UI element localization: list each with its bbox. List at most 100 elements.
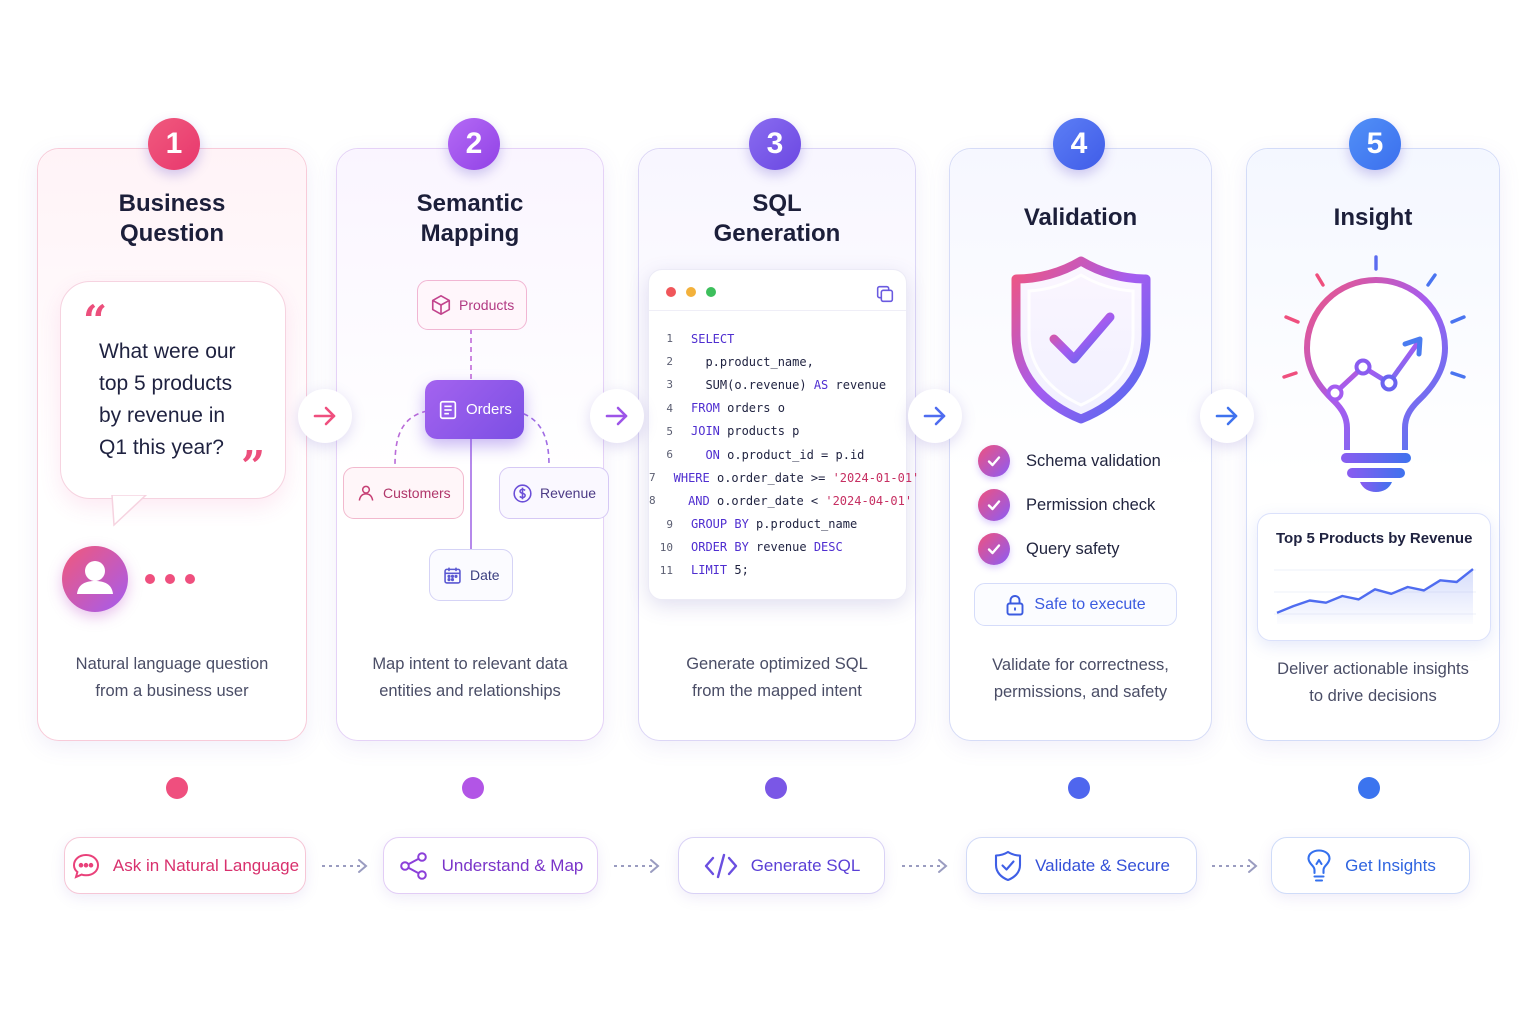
- sparkline-line: [1276, 568, 1474, 614]
- shield-check-icon: [1011, 256, 1151, 424]
- window-dots-icon: [666, 287, 716, 297]
- entity-label: Orders: [466, 401, 512, 418]
- lightbulb-icon: [1307, 848, 1331, 882]
- pill-ask-in-natural-language: Ask in Natural Language: [64, 837, 306, 894]
- dollar-circle-icon: [513, 483, 532, 503]
- line-number: 6: [666, 448, 673, 462]
- close-quote-icon: ”: [241, 442, 266, 491]
- step-2-badge: 2: [448, 118, 500, 170]
- question-bubble: “ What were our top 5 products by revenu…: [60, 281, 286, 499]
- title-line: Question: [119, 220, 224, 247]
- title-line: Generation: [713, 220, 841, 247]
- sql-code-line: 2 p.product_name,: [649, 350, 906, 373]
- bubble-tail-icon: [111, 495, 148, 527]
- line-number: 5: [666, 424, 673, 438]
- question-line: by revenue in: [99, 404, 226, 427]
- entity-node-customers: Customers: [343, 467, 464, 519]
- lock-icon: [1006, 594, 1024, 615]
- pill-get-insights: Get Insights: [1271, 837, 1470, 894]
- code-token: revenue: [748, 540, 814, 555]
- entity-label: Date: [470, 567, 500, 583]
- code-token: '2024-04-01': [825, 493, 913, 508]
- entity-node-date: Date: [429, 549, 513, 601]
- card-description: Map intent to relevant data entities and…: [347, 651, 593, 705]
- card-description: Natural language question from a busines…: [48, 651, 296, 705]
- question-text: What were our top 5 products by revenue …: [99, 336, 274, 464]
- sql-code-line: 8 AND o.order_date < '2024-04-01': [649, 489, 912, 512]
- dotted-arrow-icon: [322, 859, 368, 873]
- entity-node-revenue: Revenue: [499, 467, 610, 519]
- desc-line: Map intent to relevant data: [372, 655, 568, 673]
- timeline-node-5: [1354, 773, 1384, 803]
- share-nodes-icon: [399, 851, 427, 880]
- semantic-mapping-card: Semantic Mapping Products Orders Custome…: [336, 148, 610, 741]
- code-token: DESC: [813, 540, 843, 555]
- validation-card: Validation Schema validation Permission …: [949, 148, 1212, 741]
- title-line: Business: [118, 190, 226, 217]
- title-line: Insight: [1333, 204, 1413, 231]
- step-5-badge: 5: [1349, 118, 1401, 170]
- code-token: 5;: [727, 563, 749, 578]
- pill-label: Get Insights: [1345, 855, 1436, 875]
- pill-label: Understand & Map: [441, 855, 584, 875]
- insight-chart-card: Top 5 Products by Revenue: [1257, 513, 1491, 641]
- code-token: revenue: [828, 377, 887, 392]
- code-token: JOIN: [691, 424, 720, 439]
- code-token: o.product_id = p.id: [719, 447, 865, 462]
- line-number: 11: [659, 563, 673, 577]
- desc-line: to drive decisions: [1309, 687, 1437, 705]
- code-token: GROUP BY: [691, 517, 749, 532]
- next-step-arrow-1: [298, 389, 352, 443]
- pill-generate-sql: Generate SQL: [678, 837, 885, 894]
- entity-label: Products: [459, 297, 515, 313]
- person-icon: [358, 485, 374, 501]
- step-4-badge: 4: [1053, 118, 1105, 170]
- title-line: Validation: [1023, 204, 1138, 231]
- desc-line: entities and relationships: [379, 682, 561, 700]
- code-token: ON: [691, 447, 720, 462]
- open-quote-icon: “: [83, 296, 108, 345]
- card-title: Validation: [950, 203, 1211, 233]
- code-token: orders o: [719, 401, 785, 416]
- dotted-arrow-icon: [614, 859, 660, 873]
- chat-icon: [72, 853, 99, 879]
- card-title: Business Question: [38, 189, 306, 249]
- step-3-badge: 3: [749, 118, 801, 170]
- title-line: Semantic: [416, 190, 524, 217]
- question-line: Q1 this year?: [99, 436, 224, 459]
- question-line: top 5 products: [99, 372, 233, 395]
- card-title: Insight: [1247, 203, 1499, 233]
- dotted-arrow-icon: [1212, 859, 1258, 873]
- next-step-arrow-3: [908, 389, 962, 443]
- line-number: 1: [666, 332, 673, 346]
- title-line: Mapping: [420, 220, 520, 247]
- progress-timeline: [59, 773, 1476, 803]
- code-token: o.order_date <: [709, 493, 826, 508]
- business-question-card: Business Question “ What were our top 5 …: [37, 148, 307, 741]
- card-description: Generate optimized SQL from the mapped i…: [649, 651, 905, 705]
- check-item-schema: Schema validation: [978, 445, 1161, 477]
- copy-icon[interactable]: [874, 283, 896, 305]
- code-token: p.product_name: [748, 517, 858, 532]
- timeline-node-1: [162, 773, 192, 803]
- entity-connectors: [394, 329, 550, 549]
- timeline-node-4: [1064, 773, 1094, 803]
- pill-label: Validate & Secure: [1035, 855, 1170, 875]
- cube-icon: [431, 295, 451, 315]
- check-label: Query safety: [1026, 539, 1120, 558]
- line-number: 3: [666, 378, 673, 392]
- code-token: products p: [719, 424, 800, 439]
- pill-understand-and-map: Understand & Map: [383, 837, 598, 894]
- question-line: What were our: [99, 340, 236, 363]
- code-token: AS: [813, 377, 829, 392]
- line-number: 10: [659, 540, 673, 554]
- timeline-node-2: [458, 773, 488, 803]
- line-number: 7: [649, 471, 656, 485]
